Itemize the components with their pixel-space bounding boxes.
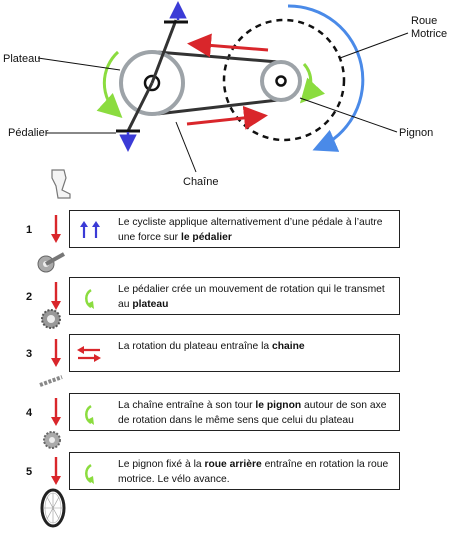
step-text-plain: entraîne en rotation la roue motrice. Le… <box>118 459 389 485</box>
step-text-plain: La chaîne entraîne à son tour <box>118 400 256 411</box>
step-text-plain: Le pignon fixé à la <box>118 459 205 470</box>
down-arrow-icon <box>50 338 62 373</box>
sprocket-rotation-arrow <box>299 62 325 104</box>
chain-top <box>156 50 279 64</box>
step-box-1: Le cycliste applique alternativement d’u… <box>69 210 400 248</box>
step-text-bold: le pignon <box>255 400 302 411</box>
rotation-arrow-icon <box>76 403 98 432</box>
chain-bottom-direction-arrow <box>186 105 268 130</box>
step-box-4: La chaîne entraîne à son tour le pignon … <box>69 393 400 431</box>
step-text-plain: La rotation du plateau entraîne la <box>118 341 272 352</box>
step-text-plain: Le cycliste applique alternativement d’u… <box>118 217 383 243</box>
step-text-bold: le pédalier <box>180 232 232 243</box>
step-text: La chaîne entraîne à son tour le pignon … <box>118 398 396 428</box>
chain-arrows-icon <box>76 344 102 369</box>
wheel-rotation-arrow <box>287 4 365 152</box>
sprocket-axle <box>275 75 287 87</box>
step-text-bold: roue arrière <box>204 459 262 470</box>
chain-icon <box>39 375 63 387</box>
chainring-rotation-arrow <box>96 50 123 119</box>
step-box-2: Le pédalier crée un mouvement de rotatio… <box>69 277 400 315</box>
down-arrow-icon <box>50 214 62 249</box>
step-text-bold: plateau <box>132 299 169 310</box>
step-text-plain: autour de son axe de rotation dans le mê… <box>118 400 387 426</box>
step-number: 4 <box>26 407 33 419</box>
pignon-label: Pignon <box>399 127 434 139</box>
leg-icon <box>51 169 71 199</box>
step-text: La rotation du plateau entraîne la chain… <box>118 339 396 354</box>
down-arrow-icon <box>50 456 62 491</box>
step-number: 2 <box>26 291 33 303</box>
step-text-plain: Le pédalier crée un mouvement de rotatio… <box>118 284 385 310</box>
wheel-icon <box>40 488 66 528</box>
chain-top-direction-arrow <box>187 33 269 58</box>
chain-bottom <box>156 98 279 116</box>
step-number: 3 <box>26 348 33 360</box>
plateau-label: Plateau <box>3 53 41 65</box>
step-text: Le pédalier crée un mouvement de rotatio… <box>118 282 396 312</box>
step-number: 1 <box>26 224 33 236</box>
step-box-5: Le pignon fixé à la roue arrière entraîn… <box>69 452 400 490</box>
step-box-3: La rotation du plateau entraîne la chain… <box>69 334 400 372</box>
crank-arm-bottom <box>126 82 154 132</box>
sprocket-icon <box>43 431 61 449</box>
step-number: 5 <box>26 466 33 478</box>
roue-motrice-label: Roue Motrice <box>411 15 448 40</box>
crank-arm-top <box>150 19 178 84</box>
drivetrain-diagram <box>37 1 409 173</box>
crank-icon <box>37 252 65 273</box>
rotation-arrow-icon <box>76 462 98 491</box>
chainring-icon <box>41 309 61 329</box>
drive-wheel <box>222 18 346 142</box>
pedalier-label: Pédalier <box>8 127 49 139</box>
step-text: Le pignon fixé à la roue arrière entraîn… <box>118 457 396 487</box>
step-text: Le cycliste applique alternativement d’u… <box>118 215 396 245</box>
step-text-bold: chaine <box>272 341 305 352</box>
rotation-arrow-icon <box>76 287 98 316</box>
chaine-label: Chaîne <box>183 176 219 188</box>
up-arrows-icon <box>76 220 104 245</box>
down-arrow-icon <box>50 281 62 316</box>
down-arrow-icon <box>50 397 62 432</box>
